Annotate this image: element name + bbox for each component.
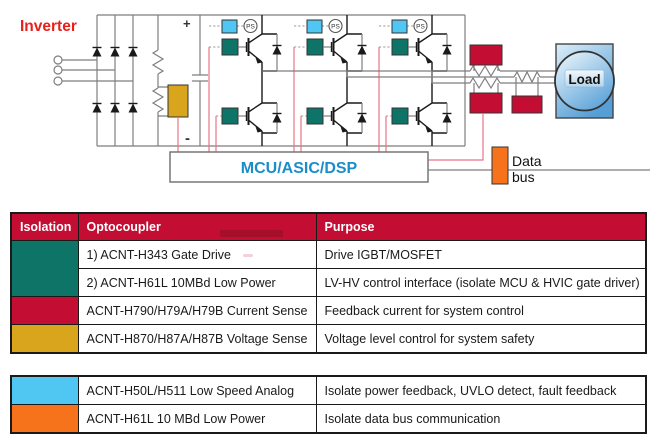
inverter-circuit-diagram: PS Inverter: [20, 0, 650, 185]
purpose-cell: Isolate data bus communication: [315, 404, 647, 434]
table-row: ACNT-H50L/H511 Low Speed Analog Isolate …: [10, 375, 647, 405]
phase-output-lines: [262, 64, 556, 90]
current-sense-optocoupler-box: [511, 95, 543, 114]
ac-input-terminal: [53, 65, 63, 75]
purpose-cell: Voltage level control for system safety: [315, 324, 647, 354]
optocoupler-cell: 1) ACNT-H343 Gate Drive: [77, 240, 317, 269]
optocoupler-table-secondary: ACNT-H50L/H511 Low Speed Analog Isolate …: [10, 375, 647, 434]
optocoupler-cell: ACNT-H50L/H511 Low Speed Analog: [77, 375, 317, 405]
pink-artifact-smudge: [243, 254, 253, 257]
load-label: Load: [568, 72, 600, 87]
inverter-title: Inverter: [20, 18, 77, 35]
dc-minus-label: -: [185, 130, 190, 147]
header-purpose: Purpose: [315, 212, 647, 241]
isolation-color-cell-crimson: [10, 296, 79, 325]
current-sense-optocoupler-box: [469, 44, 503, 66]
current-sense-assembly: [428, 44, 543, 161]
red-artifact-mark: [220, 230, 283, 237]
purpose-cell: Isolate power feedback, UVLO detect, fau…: [315, 375, 647, 405]
purpose-cell: Drive IGBT/MOSFET: [315, 240, 647, 269]
table-row: ACNT-H790/H79A/H79B Current Sense Feedba…: [10, 296, 647, 325]
optocoupler-cell: ACNT-H61L 10 MBd Low Power: [77, 404, 317, 434]
dc-link-capacitor: + -: [183, 15, 208, 147]
current-feedback-line: [428, 113, 484, 161]
current-sense-optocoupler-box: [469, 92, 503, 114]
data-bus-label-line1: Data: [512, 153, 542, 169]
ac-input-terminal: [53, 55, 63, 65]
isolation-color-cell-cyan: [10, 375, 79, 405]
data-bus-label-line2: bus: [512, 169, 535, 185]
optocoupler-cell: ACNT-H790/H79A/H79B Current Sense: [77, 296, 317, 325]
purpose-cell: LV-HV control interface (isolate MCU & H…: [315, 268, 647, 297]
optocoupler-table: Isolation Optocoupler Purpose 1) ACNT-H3…: [10, 212, 647, 354]
table-header-row: Isolation Optocoupler Purpose: [10, 212, 647, 241]
data-bus: Data bus: [428, 146, 650, 185]
header-isolation: Isolation: [10, 212, 79, 241]
ac-input-terminal: [53, 76, 63, 86]
dc-plus-label: +: [183, 16, 191, 31]
data-bus-optocoupler-box: [491, 146, 509, 185]
table-row: ACNT-H870/H87A/H87B Voltage Sense Voltag…: [10, 324, 647, 354]
optocoupler-cell: ACNT-H870/H87A/H87B Voltage Sense: [77, 324, 317, 354]
load-block: Load: [554, 43, 615, 119]
mcu-block: MCU/ASIC/DSP: [169, 151, 429, 183]
table-row: ACNT-H61L 10 MBd Low Power Isolate data …: [10, 404, 647, 434]
table-row: 2) ACNT-H61L 10MBd Low Power LV-HV contr…: [11, 268, 647, 297]
load-label-plate: [564, 69, 605, 88]
optocoupler-cell: 2) ACNT-H61L 10MBd Low Power: [77, 268, 317, 297]
isolation-color-cell-gold: [10, 324, 79, 354]
voltage-sense-optocoupler-box: [167, 84, 189, 118]
voltage-sense-branch: [151, 15, 189, 152]
table-row: 1) ACNT-H343 Gate Drive Drive IGBT/MOSFE…: [10, 240, 647, 297]
isolation-color-cell-orange: [10, 404, 79, 434]
rectifier-bridge: [53, 15, 139, 146]
isolation-color-cell-teal: [10, 240, 79, 297]
dc-bus-enclosure: [96, 14, 466, 147]
purpose-cell: Feedback current for system control: [315, 296, 647, 325]
mcu-label: MCU/ASIC/DSP: [241, 160, 358, 177]
